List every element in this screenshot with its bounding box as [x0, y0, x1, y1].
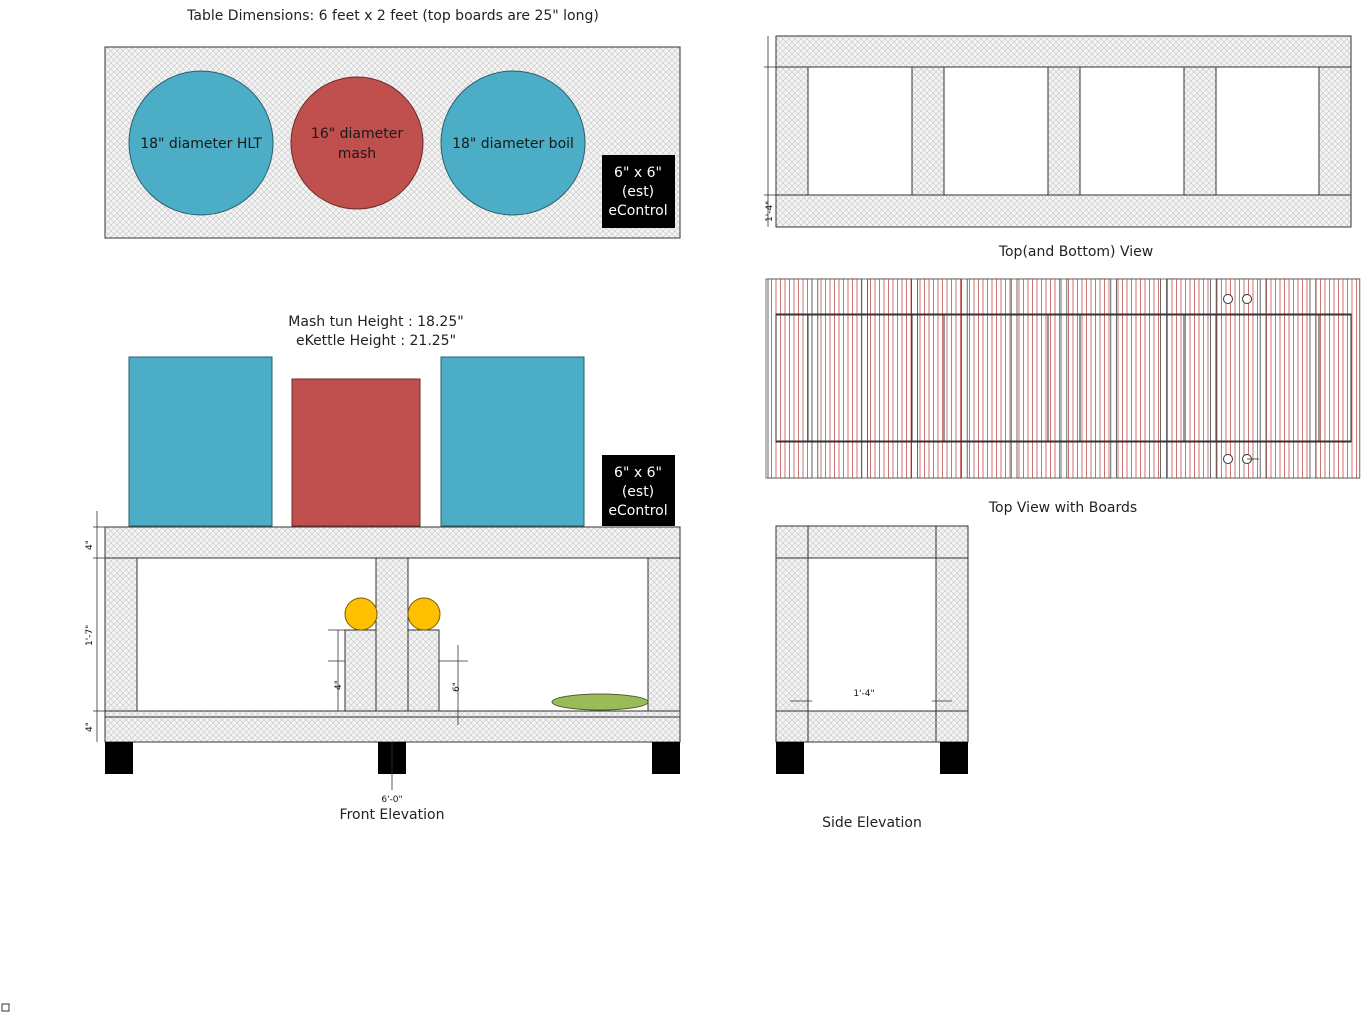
econtrol-plan-line2: (est): [622, 184, 654, 200]
mash-vessel-label-line1: 16" diameter: [311, 126, 403, 142]
top-board: [767, 278, 813, 479]
bolt-hole-3: [1223, 454, 1233, 464]
front-bottom-thickness-dim: 4": [85, 722, 95, 732]
econtrol-elev-line1: 6" x 6": [614, 465, 662, 481]
burner-valve-right: [407, 597, 441, 631]
side-inner-width-dim: 1'-4": [853, 689, 874, 699]
mash-vessel-label-line2: mash: [338, 146, 376, 162]
hlt-vessel-label: 18" diameter HLT: [140, 136, 262, 152]
econtrol-plan-line3: eControl: [608, 203, 667, 219]
top-board: [867, 278, 912, 479]
side-elevation-label: Side Elevation: [822, 815, 922, 831]
top-board: [1265, 278, 1311, 479]
hlt-vessel-elevation: [128, 356, 273, 527]
top-bottom-frame-view: [764, 35, 1352, 228]
mash-tun-height-label: Mash tun Height : 18.25": [288, 314, 463, 330]
top-board: [1215, 278, 1261, 479]
econtrol-plan-line1: 6" x 6": [614, 165, 662, 181]
front-dimension-lines: [93, 511, 468, 790]
mash-vessel-elevation: [291, 378, 421, 527]
ekettle-height-label: eKettle Height : 21.25": [296, 333, 456, 349]
boards-view: [765, 278, 1361, 479]
top-board: [1166, 278, 1211, 479]
econtrol-elev-line2: (est): [622, 484, 654, 500]
side-foot-right: [940, 742, 968, 774]
top-view-boards-label: Top View with Boards: [988, 500, 1137, 516]
front-block-right-dim: 6": [452, 682, 462, 692]
top-board: [817, 278, 863, 479]
econtrol-box-elevation: [602, 455, 675, 526]
front-elevation-label: Front Elevation: [340, 807, 445, 823]
corner-handle[interactable]: [1, 1003, 10, 1012]
side-frame: [775, 525, 969, 743]
top-bottom-view-label: Top(and Bottom) View: [998, 244, 1153, 260]
hlt-vessel-plan: [128, 70, 274, 216]
boil-vessel-plan: [440, 70, 586, 216]
burner-valve-left: [344, 597, 378, 631]
side-foot-left: [776, 742, 804, 774]
econtrol-elev-line3: eControl: [608, 503, 667, 519]
mash-vessel-plan: [290, 76, 424, 210]
bolt-hole-1: [1223, 294, 1233, 304]
top-board: [1016, 278, 1062, 479]
boil-vessel-label: 18" diameter boil: [452, 136, 574, 152]
front-leg-height-dim: 1'-7": [85, 625, 95, 646]
foot-right: [652, 742, 680, 774]
foot-left: [105, 742, 133, 774]
front-top-thickness-dim: 4": [85, 540, 95, 550]
top-board: [917, 278, 962, 479]
boil-vessel-elevation: [440, 356, 585, 527]
top-view-side-dimension: 1'-4": [765, 201, 775, 222]
econtrol-box-plan: [602, 155, 675, 228]
green-disc: [551, 693, 649, 711]
boards-frame-outline: [775, 313, 1352, 443]
bolt-hole-2: [1242, 294, 1252, 304]
front-width-dim: 6'-0": [381, 795, 402, 805]
top-board: [1116, 278, 1161, 479]
top-board: [966, 278, 1012, 479]
top-board: [1066, 278, 1112, 479]
top-board: [1315, 278, 1361, 479]
front-block-left-dim: 4": [334, 680, 344, 690]
table-dimensions-label: Table Dimensions: 6 feet x 2 feet (top b…: [186, 8, 599, 24]
